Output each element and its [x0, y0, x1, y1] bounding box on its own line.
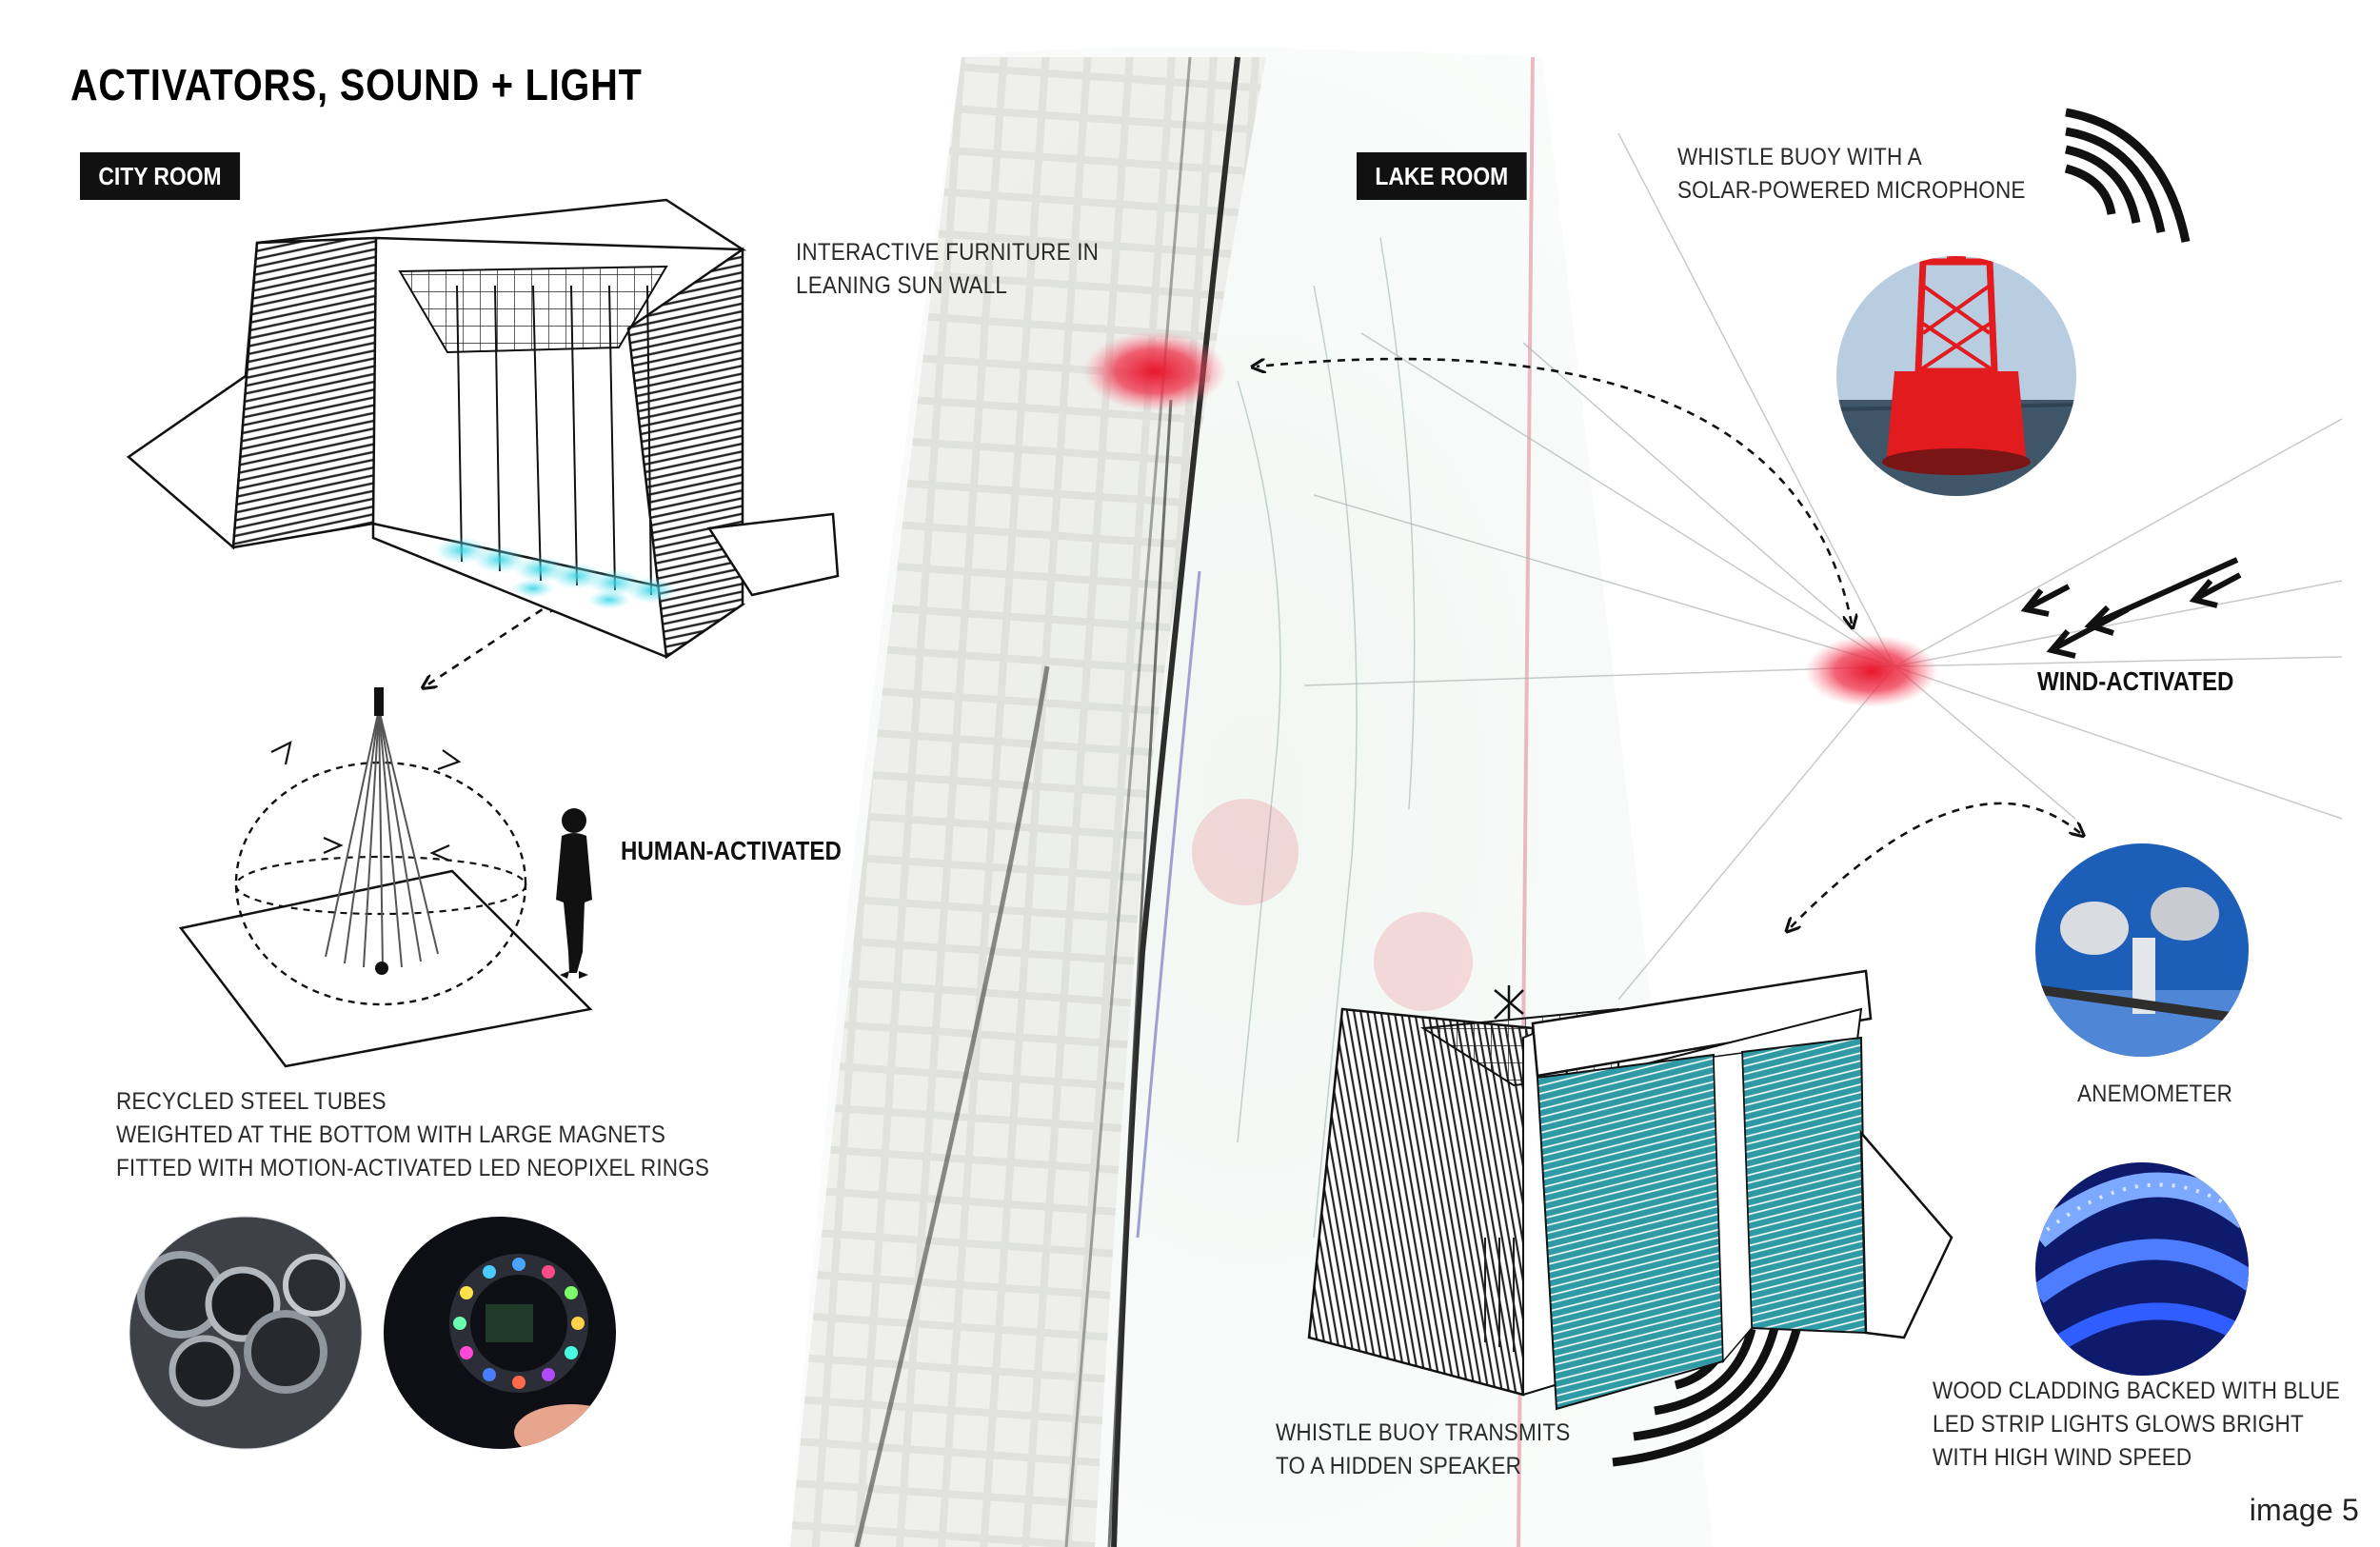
human-activated-label: HUMAN-ACTIVATED: [621, 836, 842, 865]
furniture-caption: INTERACTIVE FURNITURE IN LEANING SUN WAL…: [796, 236, 1099, 303]
anemometer-caption: ANEMOMETER: [2077, 1078, 2232, 1111]
caption-line: WHISTLE BUOY WITH A: [1677, 144, 1922, 170]
caption-line: LEANING SUN WALL: [796, 272, 1008, 299]
buoy-caption: WHISTLE BUOY WITH A SOLAR-POWERED MICROP…: [1677, 141, 2026, 208]
caption-line: INTERACTIVE FURNITURE IN: [796, 239, 1100, 266]
caption-line: WHISTLE BUOY TRANSMITS: [1276, 1419, 1571, 1446]
city-room-pavilion: [126, 198, 840, 660]
sound-waves-icon-top: [2064, 108, 2191, 243]
city-room-tag: CITY ROOM: [80, 152, 240, 200]
wind-activated-label: WIND-ACTIVATED: [2037, 666, 2234, 696]
caption-line: WOOD CLADDING BACKED WITH BLUE: [1933, 1378, 2340, 1404]
led-strip-photo: [2035, 1162, 2249, 1376]
tube-sensor-diagram: [178, 687, 593, 1068]
image-number: image 5: [2249, 1493, 2359, 1527]
wind-arrows-icon: [2020, 557, 2242, 659]
zone-circle-1: [1192, 799, 1299, 905]
steel-tubes-photo: [129, 1217, 362, 1449]
caption-line: SOLAR-POWERED MICROPHONE: [1677, 177, 2026, 204]
neopixel-ring-photo: [384, 1217, 616, 1449]
steel-tubes-photo-frame: [129, 1216, 363, 1450]
hotspot-city: [1083, 331, 1226, 411]
caption-line: WITH HIGH WIND SPEED: [1933, 1444, 2192, 1471]
caption-line: TO A HIDDEN SPEAKER: [1276, 1453, 1522, 1479]
caption-line: FITTED WITH MOTION-ACTIVATED LED NEOPIXE…: [116, 1155, 710, 1181]
sound-waves-icon-bottom: [1612, 1309, 1806, 1467]
dashed-arrows: [426, 357, 2080, 928]
hotspot-lake: [1805, 635, 1938, 707]
tubes-caption: RECYCLED STEEL TUBES WEIGHTED AT THE BOT…: [116, 1085, 709, 1185]
lake-room-pavilion: [1307, 969, 1954, 1411]
caption-line: WEIGHTED AT THE BOTTOM WITH LARGE MAGNET…: [116, 1121, 666, 1148]
caption-line: LED STRIP LIGHTS GLOWS BRIGHT: [1933, 1411, 2304, 1438]
caption-line: RECYCLED STEEL TUBES: [116, 1088, 387, 1115]
human-silhouette-icon: [556, 808, 592, 979]
zone-circle-2: [1374, 912, 1473, 1011]
lake-room-tag: LAKE ROOM: [1357, 152, 1527, 200]
anemometer-photo: [2035, 843, 2249, 1057]
led-glow-floor: [435, 537, 676, 609]
cladding-caption: WOOD CLADDING BACKED WITH BLUE LED STRIP…: [1933, 1375, 2340, 1475]
buoy-photo: [1836, 256, 2076, 496]
page-title: ACTIVATORS, SOUND + LIGHT: [70, 60, 643, 109]
speaker-caption: WHISTLE BUOY TRANSMITS TO A HIDDEN SPEAK…: [1276, 1417, 1570, 1483]
caption-line: ANEMOMETER: [2077, 1081, 2233, 1107]
